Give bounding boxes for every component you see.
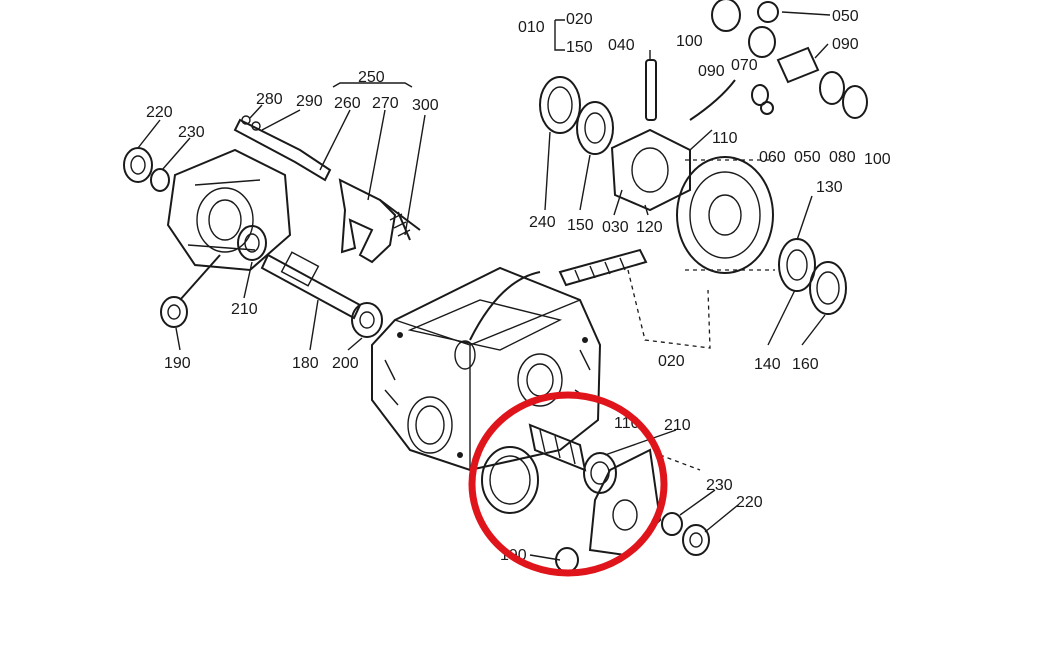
label-200: 200 [332,355,359,372]
part-labels: 010 020 150 040 100 050 090 090 070 110 … [146,8,891,564]
gearcase-housing [371,266,602,472]
label-290: 290 [296,93,323,110]
label-060: 060 [759,149,786,166]
label-100-right: 100 [864,151,891,168]
label-160: 160 [792,356,819,373]
label-220-left: 220 [146,104,173,121]
label-210-left: 210 [231,301,258,318]
label-280: 280 [256,91,283,108]
label-300: 300 [412,97,439,114]
label-220-right: 220 [736,494,763,511]
label-030: 030 [602,219,629,236]
leader-lines [137,11,831,561]
left-cover-group [123,115,421,338]
label-240: 240 [529,214,556,231]
label-020-top: 020 [566,11,593,28]
label-180: 180 [292,355,319,372]
label-010: 010 [518,19,545,36]
label-150-top: 150 [566,39,593,56]
label-090-left: 090 [698,63,725,80]
label-230-right: 230 [706,477,733,494]
label-050-top: 050 [832,8,859,25]
highlight-circle [468,391,668,577]
label-120: 120 [636,219,663,236]
label-130: 130 [816,179,843,196]
label-020-bottom: 020 [658,353,685,370]
label-260: 260 [334,95,361,112]
label-110-top: 110 [712,130,738,147]
label-250: 250 [358,69,385,86]
label-210-right: 210 [664,417,691,434]
label-040: 040 [608,37,635,54]
label-090-right: 090 [832,36,859,53]
label-100-top: 100 [676,33,703,50]
label-050-mid: 050 [794,149,821,166]
label-080: 080 [829,149,856,166]
label-190-left: 190 [164,355,191,372]
label-230-left: 230 [178,124,205,141]
label-150-mid: 150 [567,217,594,234]
label-140: 140 [754,356,781,373]
label-070: 070 [731,57,758,74]
differential-group [539,0,868,349]
label-270: 270 [372,95,399,112]
